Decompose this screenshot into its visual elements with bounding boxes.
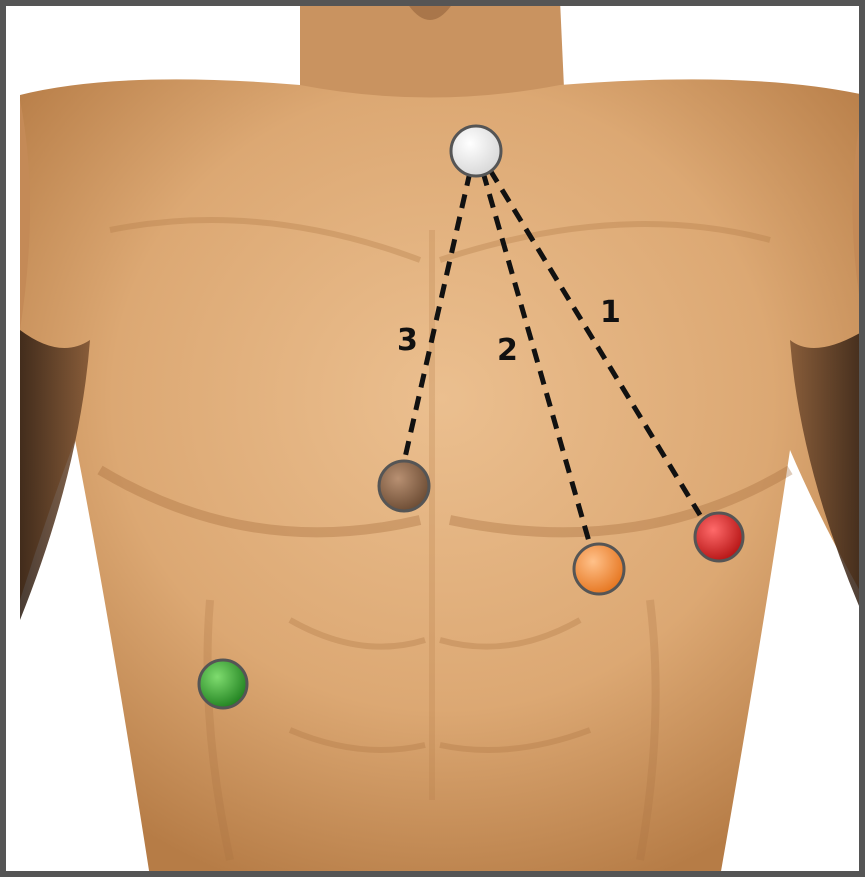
- green-electrode: [199, 660, 247, 708]
- brown-electrode: [379, 461, 429, 511]
- white-electrode: [451, 126, 501, 176]
- lead-label-1: 1: [600, 295, 621, 330]
- lead-label-3: 3: [397, 323, 418, 358]
- red-electrode: [695, 513, 743, 561]
- torso: [20, 79, 865, 877]
- orange-electrode: [574, 544, 624, 594]
- lead-label-2: 2: [497, 333, 518, 368]
